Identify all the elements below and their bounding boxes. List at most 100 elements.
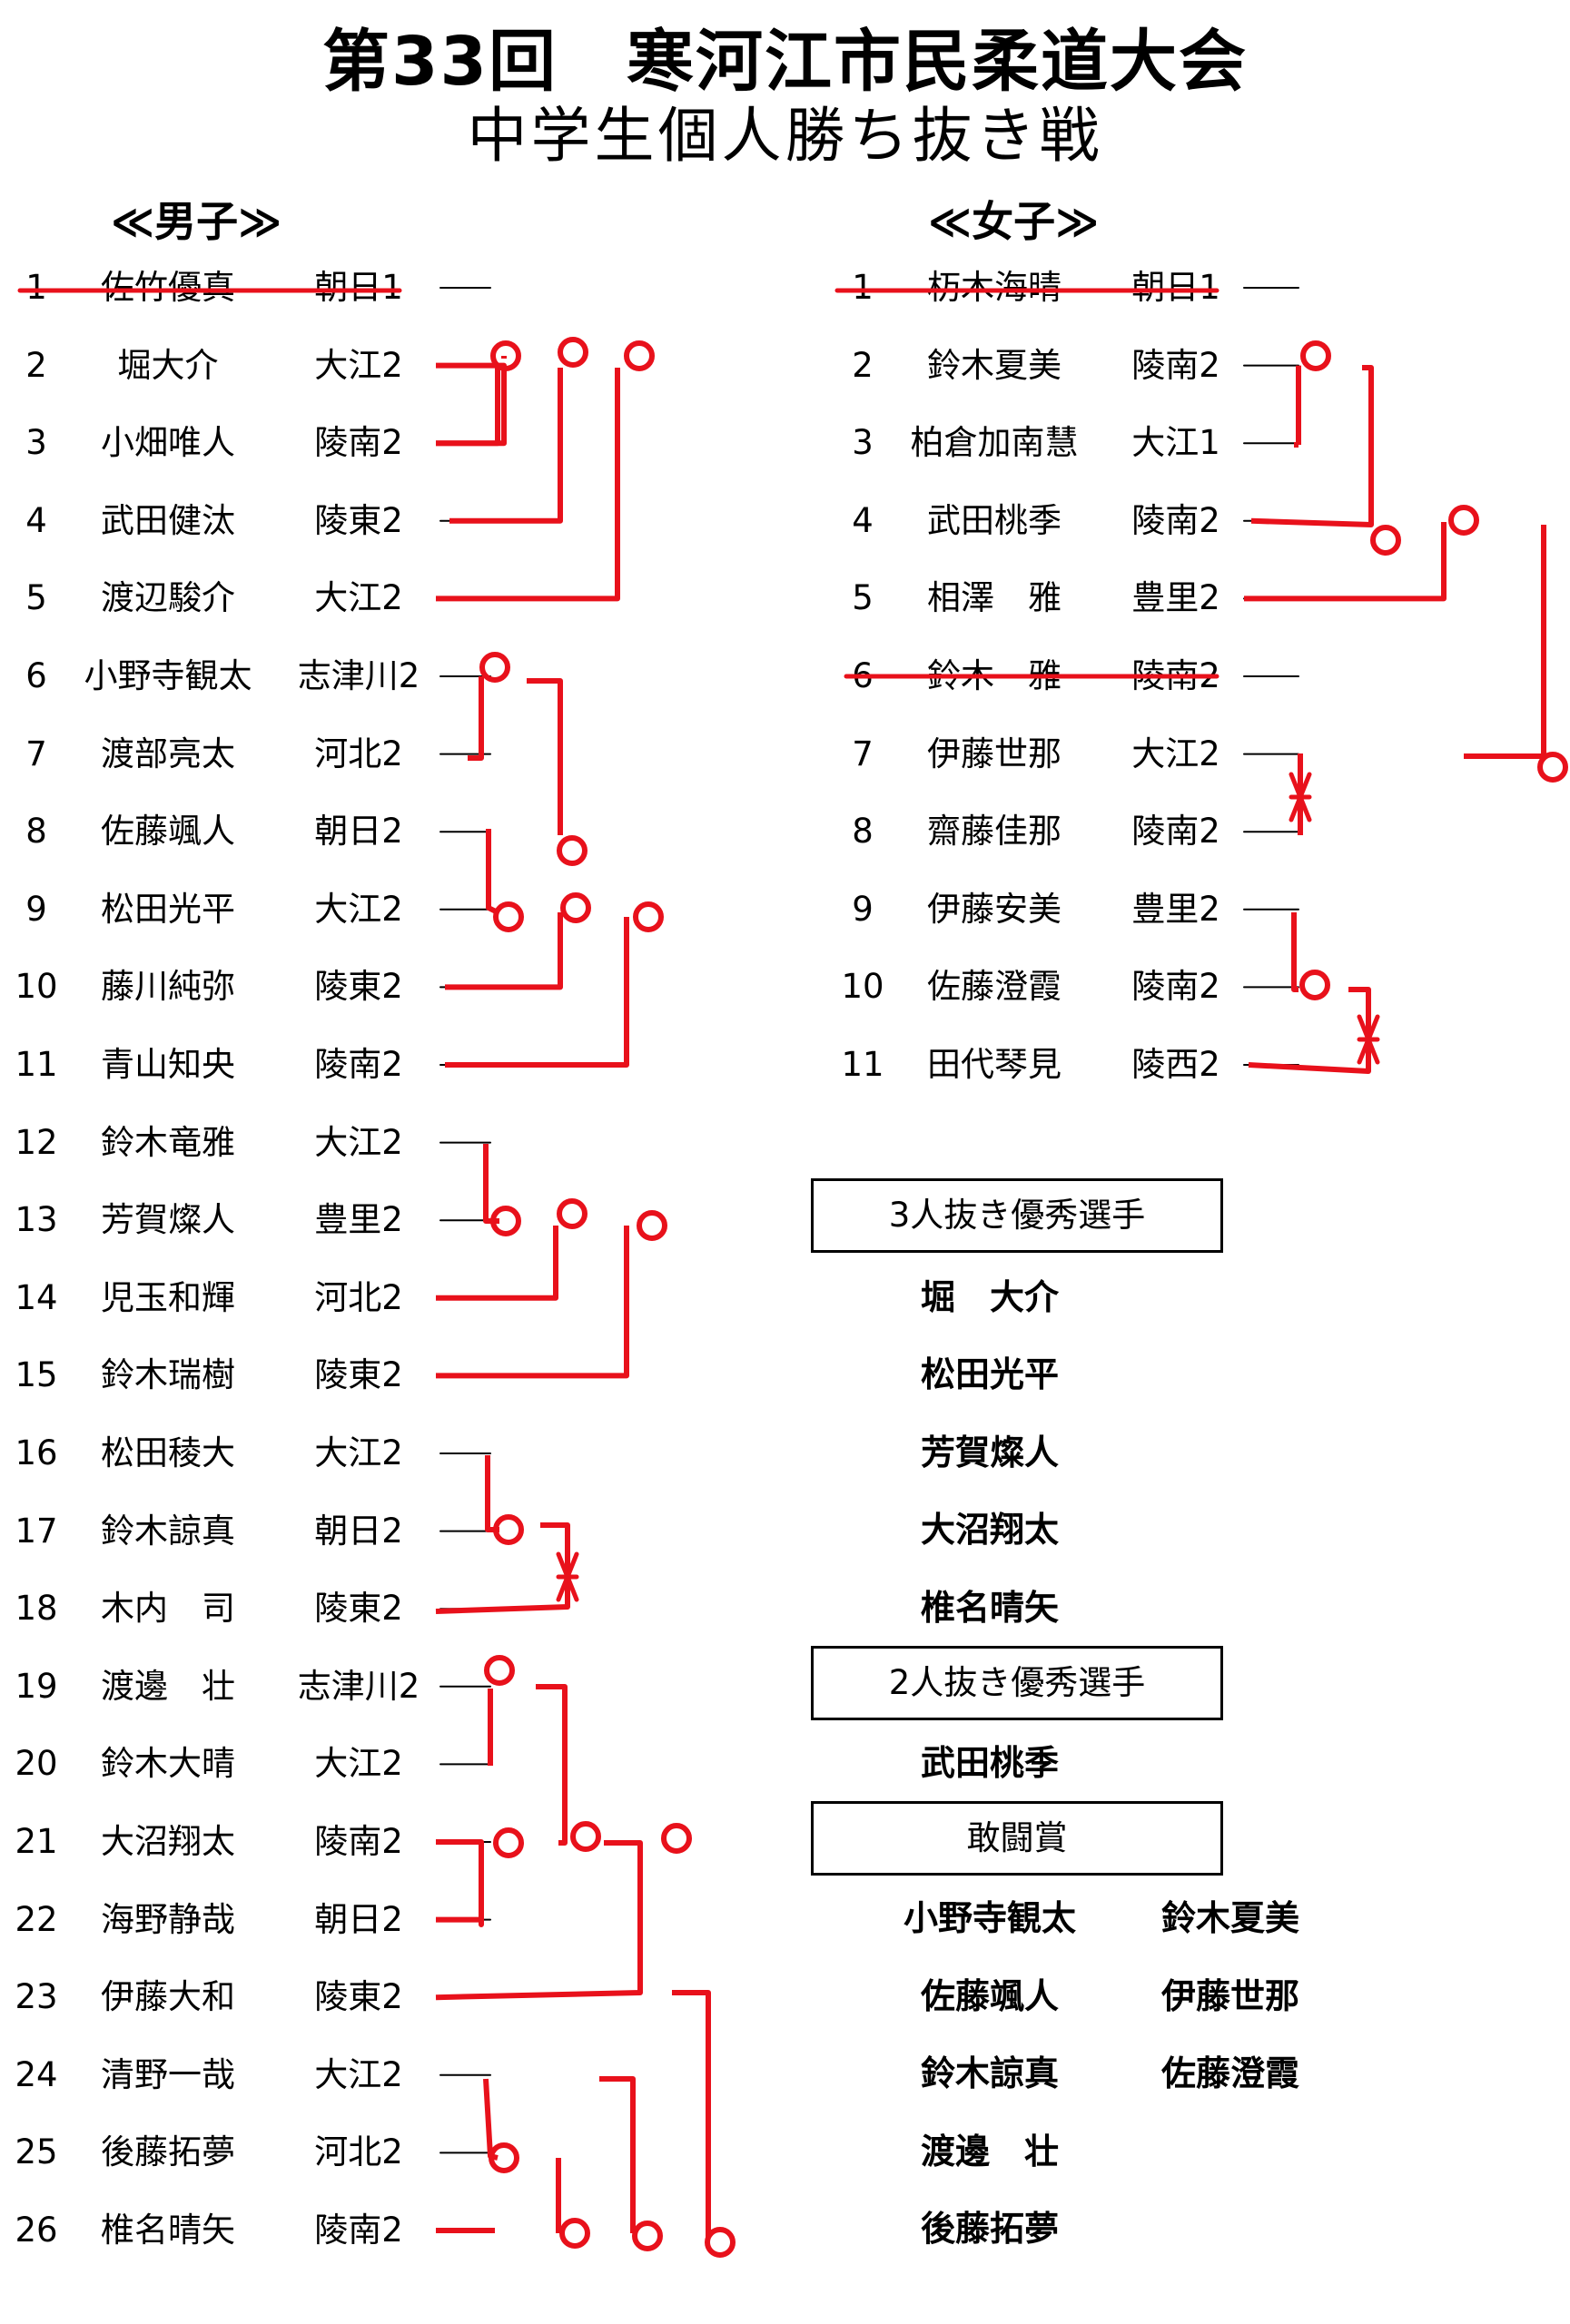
player-number: 2	[852, 345, 874, 385]
player-name: 佐藤颯人	[101, 812, 235, 852]
player-school: 河北2	[314, 2132, 403, 2172]
player-name: 齋藤佳那	[927, 812, 1061, 852]
player-number: 11	[841, 1045, 884, 1084]
bracket-path	[1291, 912, 1298, 992]
player-name: 佐竹優真	[101, 268, 235, 307]
win-mark	[705, 2227, 736, 2258]
player-name: 小野寺観太	[84, 656, 252, 695]
player-name: 佐藤澄霞	[927, 967, 1061, 1007]
win-mark	[1299, 970, 1330, 1000]
win-mark	[559, 2218, 590, 2249]
player-name: 鈴木瑞樹	[101, 1355, 235, 1395]
player-number: 10	[841, 967, 884, 1007]
player-number: 8	[852, 812, 874, 852]
fighting-boy: 小野寺観太	[903, 1898, 1076, 1938]
player-number: 20	[15, 1744, 58, 1784]
win-mark	[558, 337, 588, 368]
win-mark	[493, 1827, 524, 1858]
girls-heading: ≪女子≫	[928, 197, 1100, 246]
player-school: 陵東2	[314, 1355, 403, 1395]
bracket-path	[1248, 987, 1371, 1074]
bracket-path	[468, 676, 484, 761]
player-name: 田代琴見	[927, 1045, 1061, 1084]
fighting-boy: 鈴木諒真	[920, 2053, 1059, 2093]
player-number: 5	[25, 578, 47, 618]
bracket-path	[599, 2076, 636, 2233]
player-name: 大沼翔太	[101, 1822, 235, 1861]
win-mark	[489, 2142, 519, 2173]
win-mark	[633, 901, 664, 932]
win-mark	[560, 892, 591, 923]
player-name: 武田健汰	[101, 500, 235, 540]
player-row: 20 鈴木大晴 大江2	[0, 1737, 436, 1791]
player-number: 22	[15, 1899, 58, 1939]
award-winner: 松田光平	[920, 1354, 1059, 1394]
player-number: 3	[25, 423, 47, 463]
win-mark	[479, 652, 510, 683]
player-school: 大江2	[314, 578, 403, 618]
win-mark	[1537, 752, 1568, 783]
player-name: 伊藤大和	[101, 1977, 235, 2017]
player-name: 松田稜大	[101, 1433, 235, 1472]
player-number: 26	[15, 2211, 58, 2250]
player-school: 陵南2	[314, 1045, 403, 1084]
player-school: 陵南2	[314, 1822, 403, 1861]
bracket-path	[672, 1990, 711, 2238]
player-name: 鈴木諒真	[101, 1511, 235, 1551]
player-number: 19	[15, 1666, 58, 1706]
win-mark	[1300, 340, 1331, 371]
player-name: 渡部亮太	[101, 734, 235, 773]
bracket-path	[436, 368, 620, 602]
fighting-boy: 佐藤颯人	[920, 1976, 1059, 2016]
player-name: 柏倉加南慧	[910, 423, 1079, 463]
player-number: 9	[852, 889, 874, 929]
bracket-path	[536, 1684, 568, 1846]
bracket-path	[436, 368, 500, 447]
three-win-award-box: 3人抜き優秀選手	[811, 1178, 1223, 1253]
player-school: 豊里2	[314, 1200, 403, 1240]
player-school: 陵南2	[1131, 812, 1220, 852]
award-winner: 武田桃季	[920, 1743, 1059, 1783]
player-school: 陵南2	[1131, 500, 1220, 540]
bracket-path	[435, 1840, 643, 2001]
player-number: 9	[25, 889, 47, 929]
player-number: 12	[15, 1122, 58, 1162]
win-mark	[493, 1514, 524, 1545]
award-winner: 大沼翔太	[920, 1510, 1059, 1550]
player-number: 4	[25, 500, 47, 540]
player-school: 陵南2	[1131, 345, 1220, 385]
player-number: 1	[25, 268, 47, 307]
player-school: 河北2	[314, 734, 403, 773]
player-name: 鈴木大晴	[101, 1744, 235, 1784]
fighting-award-box: 敢闘賞	[811, 1801, 1223, 1876]
win-mark	[661, 1823, 692, 1854]
bracket-path	[527, 678, 563, 835]
win-mark	[493, 901, 524, 932]
award-winner: 芳賀燦人	[920, 1433, 1059, 1472]
player-school: 大江2	[314, 1744, 403, 1784]
player-school: 豊里2	[1131, 578, 1220, 618]
bracket-path	[436, 1226, 558, 1301]
player-name: 青山知央	[101, 1045, 235, 1084]
fighting-girl: 伊藤世那	[1160, 1976, 1299, 2016]
page-title: 第33回 寒河江市民柔道大会	[322, 23, 1248, 101]
player-name: 清野一哉	[101, 2054, 235, 2094]
player-name: 藤川純弥	[101, 967, 235, 1007]
player-name: 鈴木竜雅	[101, 1122, 235, 1162]
player-number: 17	[15, 1511, 58, 1551]
win-mark	[1448, 505, 1479, 536]
player-number: 14	[15, 1277, 58, 1317]
